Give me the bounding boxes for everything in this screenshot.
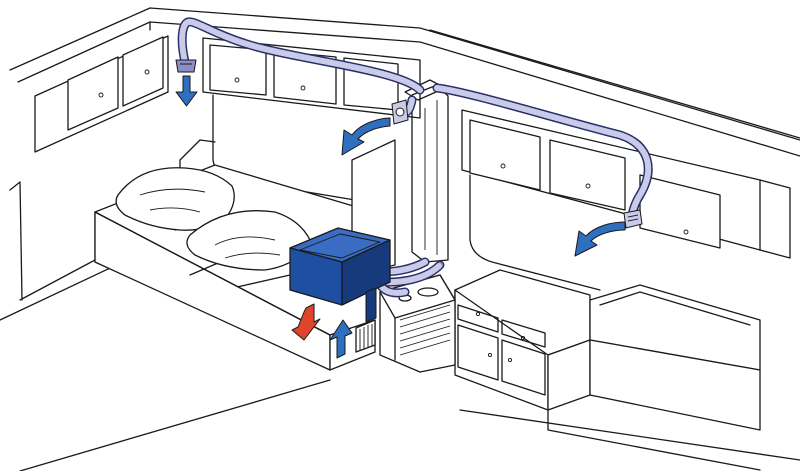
cabin-shell [0,7,800,471]
upper-cabinets-left [67,36,421,131]
intake-air-blue-arrow-icon [329,319,353,359]
airflow-down-arrow-icon [175,75,198,107]
duct-to-right-outlet-layer [434,85,652,218]
air-outlet-left-icon [175,59,197,73]
ac-unit-pipe [365,287,377,323]
duct-to-left-outlet-layer [179,18,423,93]
lower-cabinets [454,269,761,471]
air-outlet-center-icon [391,99,409,125]
airflow-curved-arrow-center-icon [341,117,391,156]
air-outlet-right-icon [623,209,643,229]
intake-grille [355,319,376,353]
air-conditioning-unit [289,227,391,323]
heater-unit [379,274,456,373]
upper-cabinets-right [461,109,791,259]
airflow-curved-arrow-right-icon [574,221,626,257]
ac-unit-side [341,239,391,306]
ac-unit-lid-line [299,233,381,259]
exhaust-air-red-arrow-icon [291,303,321,341]
